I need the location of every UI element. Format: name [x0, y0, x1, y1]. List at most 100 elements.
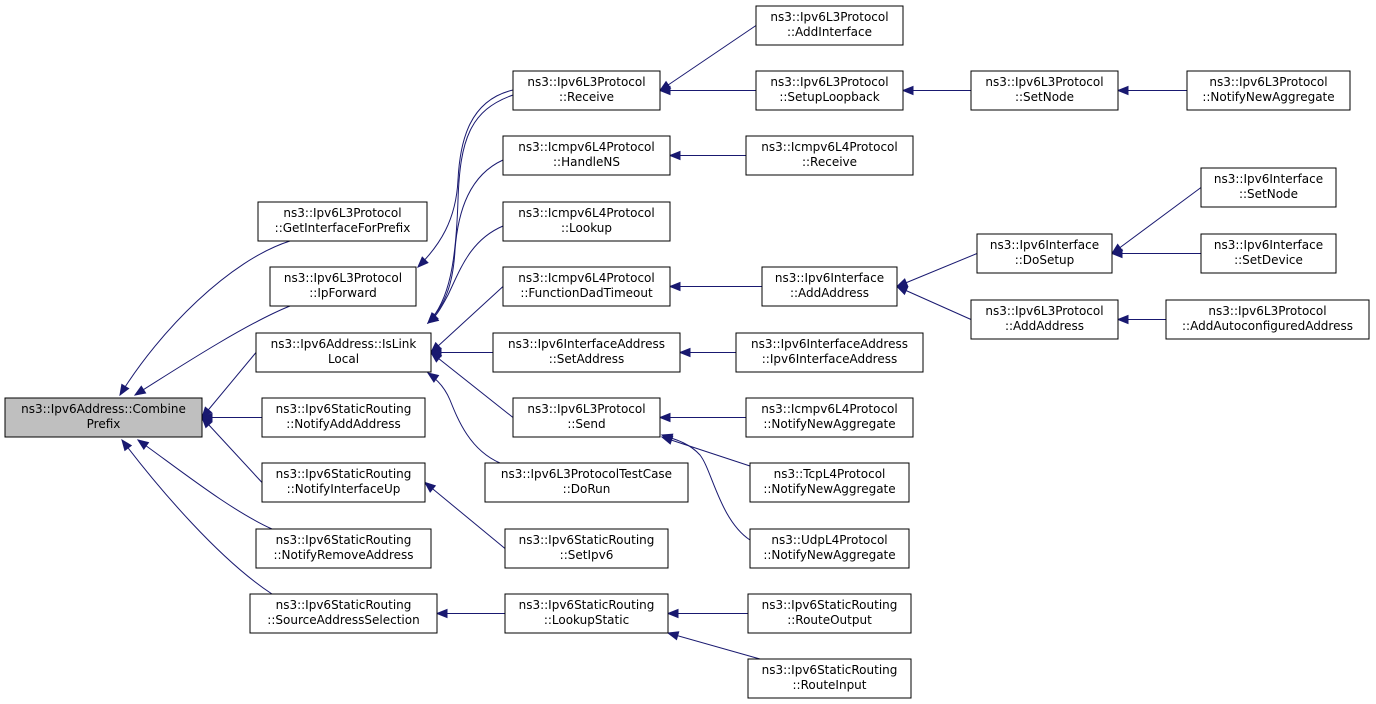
edge-routeInput-to-lookupStatic — [666, 631, 761, 660]
node-box — [755, 70, 904, 111]
graph-node-l3NotifyNewAgg[interactable]: ns3::Ipv6L3Protocol::NotifyNewAggregate — [1186, 70, 1351, 111]
edge-line — [896, 253, 978, 287]
node-box — [504, 528, 669, 569]
graph-node-ifSetDevice[interactable]: ns3::Ipv6Interface::SetDevice — [1200, 233, 1337, 274]
node-box — [255, 332, 432, 373]
node-label-line: ::Receive — [802, 155, 857, 169]
node-label-line: ns3::Ipv6L3Protocol — [284, 271, 402, 285]
node-box — [261, 397, 426, 438]
graph-node-addAutoconf[interactable]: ns3::Ipv6L3Protocol::AddAutoconfiguredAd… — [1165, 299, 1370, 340]
node-box — [502, 135, 671, 176]
graph-node-doRunTest[interactable]: ns3::Ipv6L3ProtocolTestCase::DoRun — [484, 462, 689, 503]
graph-node-icmpReceive[interactable]: ns3::Icmpv6L4Protocol::Receive — [745, 135, 914, 176]
graph-node-setupLoopback[interactable]: ns3::Ipv6L3Protocol::SetupLoopback — [755, 70, 904, 111]
graph-node-funcDad[interactable]: ns3::Icmpv6L4Protocol::FunctionDadTimeou… — [502, 266, 671, 307]
node-label-line: ns3::Icmpv6L4Protocol — [518, 206, 654, 220]
node-box — [1200, 167, 1337, 208]
edge-line — [667, 632, 761, 660]
arrowhead-icon — [895, 278, 909, 288]
graph-node-ifAddAddress[interactable]: ns3::Ipv6Interface::AddAddress — [761, 266, 898, 307]
node-label-line: ns3::Ipv6Interface — [1214, 238, 1323, 252]
graph-node-doSetup[interactable]: ns3::Ipv6Interface::DoSetup — [976, 233, 1113, 274]
graph-node-ifSetNode[interactable]: ns3::Ipv6Interface::SetNode — [1200, 167, 1337, 208]
arrowhead-icon — [426, 313, 440, 324]
graph-node-receive[interactable]: ns3::Ipv6L3Protocol::Receive — [512, 70, 661, 111]
edge-notifyIfUp-to-root — [201, 416, 263, 483]
node-box — [761, 266, 898, 307]
node-label-line: ::Ipv6InterfaceAddress — [762, 352, 898, 366]
edge-icmpNotifyNewAgg-to-send — [658, 412, 746, 423]
node-box — [970, 70, 1119, 111]
arrowhead-icon — [136, 439, 150, 450]
node-label-line: ns3::Ipv6L3Protocol — [985, 304, 1103, 318]
arrowhead-icon — [666, 631, 680, 641]
node-label-line: ::SetupLoopback — [779, 90, 879, 104]
edge-icmpReceive-to-handleNS — [668, 150, 746, 161]
edge-line — [1111, 187, 1202, 254]
node-label-line: ::HandleNS — [553, 155, 620, 169]
node-label-line: ::AddAddress — [790, 286, 869, 300]
node-box — [749, 462, 910, 503]
arrowhead-icon — [658, 412, 671, 423]
node-label-line: ::RouteInput — [793, 678, 867, 692]
graph-node-ifaCtor[interactable]: ns3::Ipv6InterfaceAddress::Ipv6Interface… — [735, 332, 924, 373]
node-label-line: ns3::Ipv6StaticRouting — [762, 663, 898, 677]
node-label-line: ns3::Icmpv6L4Protocol — [518, 140, 654, 154]
node-label-line: ::FunctionDadTimeout — [520, 286, 653, 300]
edge-tcpNotifyNewAgg-to-send — [660, 435, 751, 467]
graph-node-getIfForPrefix[interactable]: ns3::Ipv6L3Protocol::GetInterfaceForPref… — [257, 201, 428, 242]
graph-node-sourceAddrSel[interactable]: ns3::Ipv6StaticRouting::SourceAddressSel… — [249, 593, 438, 634]
graph-node-icmpNotifyNewAgg[interactable]: ns3::Icmpv6L4Protocol::NotifyNewAggregat… — [745, 397, 914, 438]
graph-node-lookupStatic[interactable]: ns3::Ipv6StaticRouting::LookupStatic — [504, 593, 669, 634]
node-label-line: ns3::Ipv6InterfaceAddress — [508, 337, 665, 351]
graph-node-l3SetNode[interactable]: ns3::Ipv6L3Protocol::SetNode — [970, 70, 1119, 111]
node-label-line: ::SetAddress — [549, 352, 625, 366]
graph-node-tcpNotifyNewAgg[interactable]: ns3::TcpL4Protocol::NotifyNewAggregate — [749, 462, 910, 503]
edge-getIfForPrefix-to-root — [119, 240, 291, 397]
node-box — [1200, 233, 1337, 274]
graph-node-notifyAddAddress[interactable]: ns3::Ipv6StaticRouting::NotifyAddAddress — [261, 397, 426, 438]
edge-receive-to-ipForward — [417, 89, 514, 268]
node-label-line: ns3::Ipv6InterfaceAddress — [751, 337, 908, 351]
node-label-line: ns3::Ipv6StaticRouting — [762, 598, 898, 612]
arrowhead-icon — [668, 281, 681, 292]
graph-node-addInterface[interactable]: ns3::Ipv6L3Protocol::AddInterface — [755, 5, 904, 46]
graph-node-routeOutput[interactable]: ns3::Ipv6StaticRouting::RouteOutput — [747, 593, 912, 634]
arrowhead-icon — [119, 383, 130, 397]
graph-node-handleNS[interactable]: ns3::Icmpv6L4Protocol::HandleNS — [502, 135, 671, 176]
graph-node-setAddress[interactable]: ns3::Ipv6InterfaceAddress::SetAddress — [492, 332, 681, 373]
graph-node-send[interactable]: ns3::Ipv6L3Protocol::Send — [512, 397, 661, 438]
arrowhead-icon — [1116, 314, 1129, 325]
node-box — [747, 593, 912, 634]
edge-sourceAddrSel-to-root — [121, 438, 273, 595]
graph-node-lookup[interactable]: ns3::Icmpv6L4Protocol::Lookup — [502, 201, 671, 242]
node-label-line: ::NotifyRemoveAddress — [273, 548, 413, 562]
node-label-line: ns3::Icmpv6L4Protocol — [518, 271, 654, 285]
node-label-line: ns3::Ipv6L3Protocol — [770, 10, 888, 24]
graph-node-udpNotifyNewAgg[interactable]: ns3::UdpL4Protocol::NotifyNewAggregate — [749, 528, 910, 569]
graph-node-notifyIfUp[interactable]: ns3::Ipv6StaticRouting::NotifyInterfaceU… — [261, 462, 426, 503]
node-label-line: ::AddInterface — [787, 25, 872, 39]
node-label-line: ns3::Ipv6L3ProtocolTestCase — [501, 467, 672, 481]
node-label-line: ns3::Ipv6StaticRouting — [276, 598, 412, 612]
node-label-line: ::RouteOutput — [787, 613, 872, 627]
node-label-line: ns3::Ipv6Interface — [775, 271, 884, 285]
graph-node-notifyRemoveAddress[interactable]: ns3::Ipv6StaticRouting::NotifyRemoveAddr… — [255, 528, 432, 569]
node-label-line: ::LookupStatic — [544, 613, 629, 627]
graph-node-setIpv6[interactable]: ns3::Ipv6StaticRouting::SetIpv6 — [504, 528, 669, 569]
edge-setIpv6-to-notifyIfUp — [423, 481, 506, 549]
node-box — [255, 528, 432, 569]
arrowhead-icon — [435, 608, 448, 619]
graph-node-l3AddAddress[interactable]: ns3::Ipv6L3Protocol::AddAddress — [970, 299, 1119, 340]
node-label-line: ::NotifyNewAggregate — [763, 482, 895, 496]
node-label-line: ::GetInterfaceForPrefix — [275, 221, 411, 235]
graph-node-ipForward[interactable]: ns3::Ipv6L3Protocol::IpForward — [269, 266, 417, 307]
arrowhead-icon — [426, 372, 440, 383]
node-label-line: Prefix — [87, 417, 121, 431]
node-box — [502, 266, 671, 307]
edge-l3AddAddress-to-ifAddAddress — [895, 285, 972, 320]
node-box — [745, 397, 914, 438]
graph-node-routeInput[interactable]: ns3::Ipv6StaticRouting::RouteInput — [747, 658, 912, 699]
